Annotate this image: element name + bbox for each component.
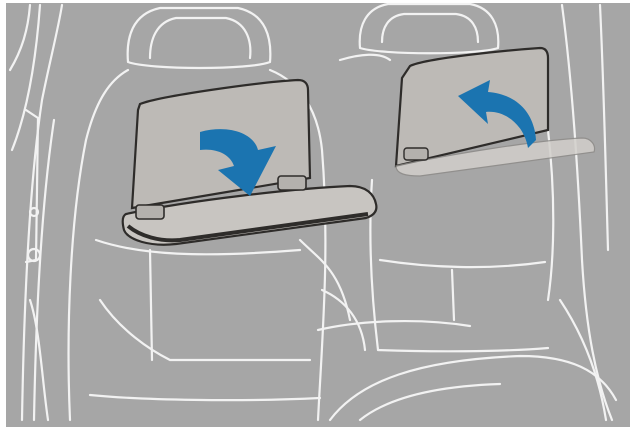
left-tray-hinge-right: [278, 176, 306, 190]
left-tray-hinge-left: [136, 205, 164, 219]
right-tray-hinge: [404, 148, 428, 160]
